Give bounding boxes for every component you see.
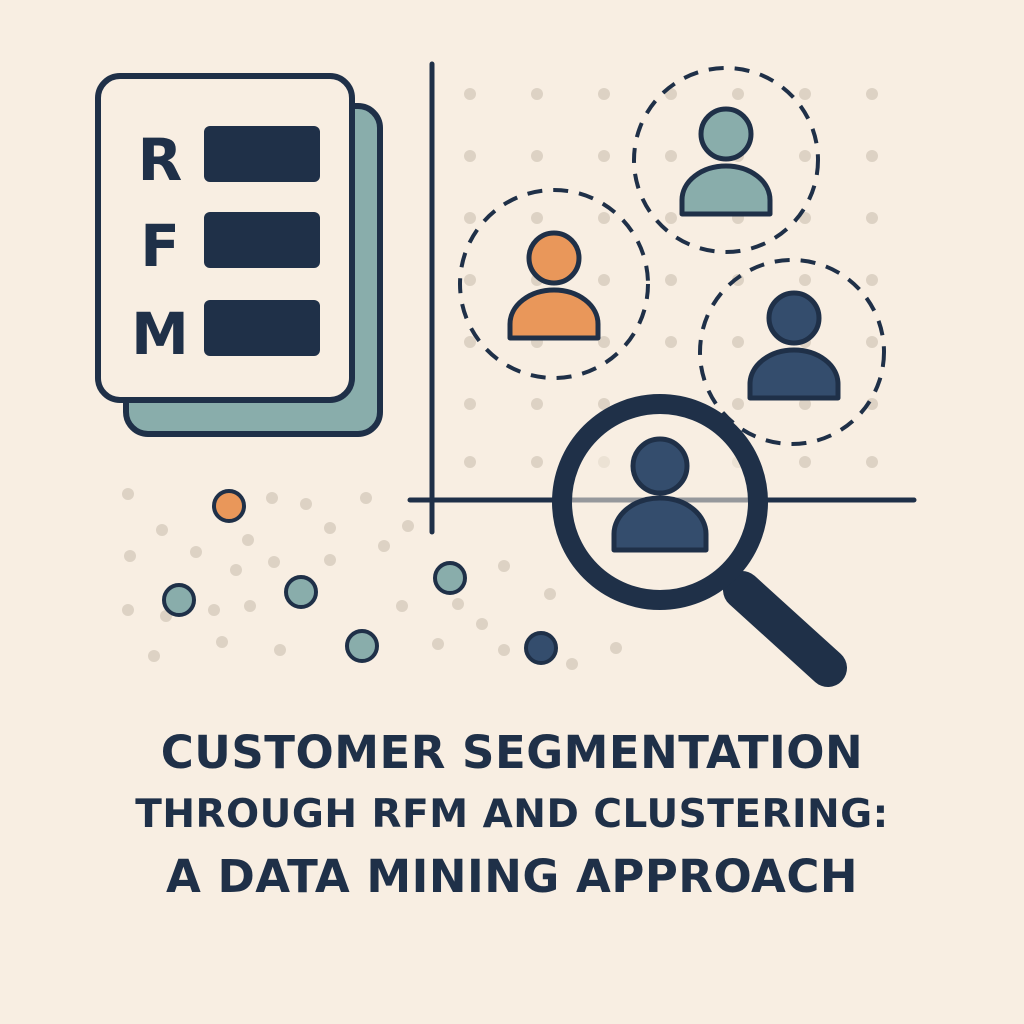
scatter-dot-icon: [524, 631, 558, 665]
magnifying-glass-icon: [552, 394, 847, 687]
grid-dot: [866, 212, 878, 224]
rfm-bar-m: [204, 300, 320, 356]
grid-dot: [665, 336, 677, 348]
scatter-dot: [610, 642, 622, 654]
title-line-2: THROUGH RFM AND CLUSTERING:: [135, 792, 889, 837]
grid-dot: [531, 456, 543, 468]
scatter-dot-icon: [433, 561, 467, 595]
grid-dot: [732, 336, 744, 348]
scatter-dot-icon: [284, 575, 318, 609]
scatter-dot: [266, 492, 278, 504]
cluster-orange: [458, 188, 650, 380]
scatter-dot: [122, 604, 134, 616]
grid-dot: [732, 88, 744, 100]
scatter-dot: [378, 540, 390, 552]
user-icon: [679, 106, 773, 217]
scatter-dot: [324, 554, 336, 566]
grid-dot: [531, 398, 543, 410]
scatter-dot-icon: [345, 629, 379, 663]
document-stack-icon: R F M: [95, 73, 383, 437]
scatter-dot: [402, 520, 414, 532]
scatter-dot-icon: [162, 583, 196, 617]
grid-dot: [598, 398, 610, 410]
scatter-dot: [268, 556, 280, 568]
grid-dot: [866, 274, 878, 286]
grid-dot: [531, 150, 543, 162]
grid-dot: [866, 456, 878, 468]
title-block: CUSTOMER SEGMENTATION THROUGH RFM AND CL…: [0, 722, 1024, 908]
grid-dot: [866, 336, 878, 348]
scatter-dot: [566, 658, 578, 670]
grid-dot: [531, 212, 543, 224]
scatter-dot: [432, 638, 444, 650]
scatter-dot: [122, 488, 134, 500]
grid-dot: [799, 398, 811, 410]
scatter-dot: [498, 560, 510, 572]
grid-dot: [464, 456, 476, 468]
scatter-dot: [544, 588, 556, 600]
scatter-dot: [124, 550, 136, 562]
grid-dot: [866, 150, 878, 162]
grid-dot: [799, 88, 811, 100]
grid-dot: [464, 336, 476, 348]
grid-dot: [598, 150, 610, 162]
grid-dot: [464, 88, 476, 100]
rfm-letter-r: R: [138, 126, 183, 194]
grid-dot: [531, 88, 543, 100]
rfm-bar-r: [204, 126, 320, 182]
grid-dot: [866, 88, 878, 100]
scatter-plot-dots: [122, 488, 622, 670]
rfm-letter-f: F: [140, 212, 180, 280]
scatter-dot: [244, 600, 256, 612]
grid-dot: [799, 150, 811, 162]
grid-dot: [464, 398, 476, 410]
scatter-dot: [300, 498, 312, 510]
grid-dot: [799, 274, 811, 286]
cluster-blue: [698, 258, 886, 446]
grid-dot: [464, 212, 476, 224]
cluster-teal: [632, 66, 820, 254]
user-icon: [611, 436, 709, 553]
scatter-dot: [190, 546, 202, 558]
scatter-dot-icon: [212, 489, 246, 523]
grid-dot: [665, 274, 677, 286]
grid-dot: [598, 336, 610, 348]
grid-dot: [665, 212, 677, 224]
scatter-dot: [230, 564, 242, 576]
scatter-dot: [360, 492, 372, 504]
scatter-dot: [156, 524, 168, 536]
grid-dot: [464, 150, 476, 162]
scatter-dot: [396, 600, 408, 612]
scatter-dot: [148, 650, 160, 662]
rfm-letter-m: M: [131, 300, 189, 368]
magnifier-handle: [723, 571, 847, 687]
scatter-dot: [216, 636, 228, 648]
cluster-boundary-orange: [458, 188, 650, 380]
grid-dot: [598, 212, 610, 224]
cluster-boundary-blue: [698, 258, 886, 446]
scatter-dot: [274, 644, 286, 656]
grid-dot: [598, 274, 610, 286]
cluster-boundary-teal: [632, 66, 820, 254]
title-line-3: A DATA MINING APPROACH: [165, 850, 859, 903]
user-icon: [747, 290, 841, 401]
user-icon: [507, 230, 601, 341]
scatter-dot: [476, 618, 488, 630]
scatter-dot: [208, 604, 220, 616]
scatter-dot: [452, 598, 464, 610]
grid-dot: [799, 456, 811, 468]
scatter-dot: [498, 644, 510, 656]
grid-dot: [464, 274, 476, 286]
title-line-1: CUSTOMER SEGMENTATION: [160, 726, 864, 779]
grid-dot: [665, 150, 677, 162]
rfm-bar-f: [204, 212, 320, 268]
grid-dot: [732, 398, 744, 410]
scatter-dot: [242, 534, 254, 546]
scatter-dot: [324, 522, 336, 534]
grid-dot: [598, 88, 610, 100]
